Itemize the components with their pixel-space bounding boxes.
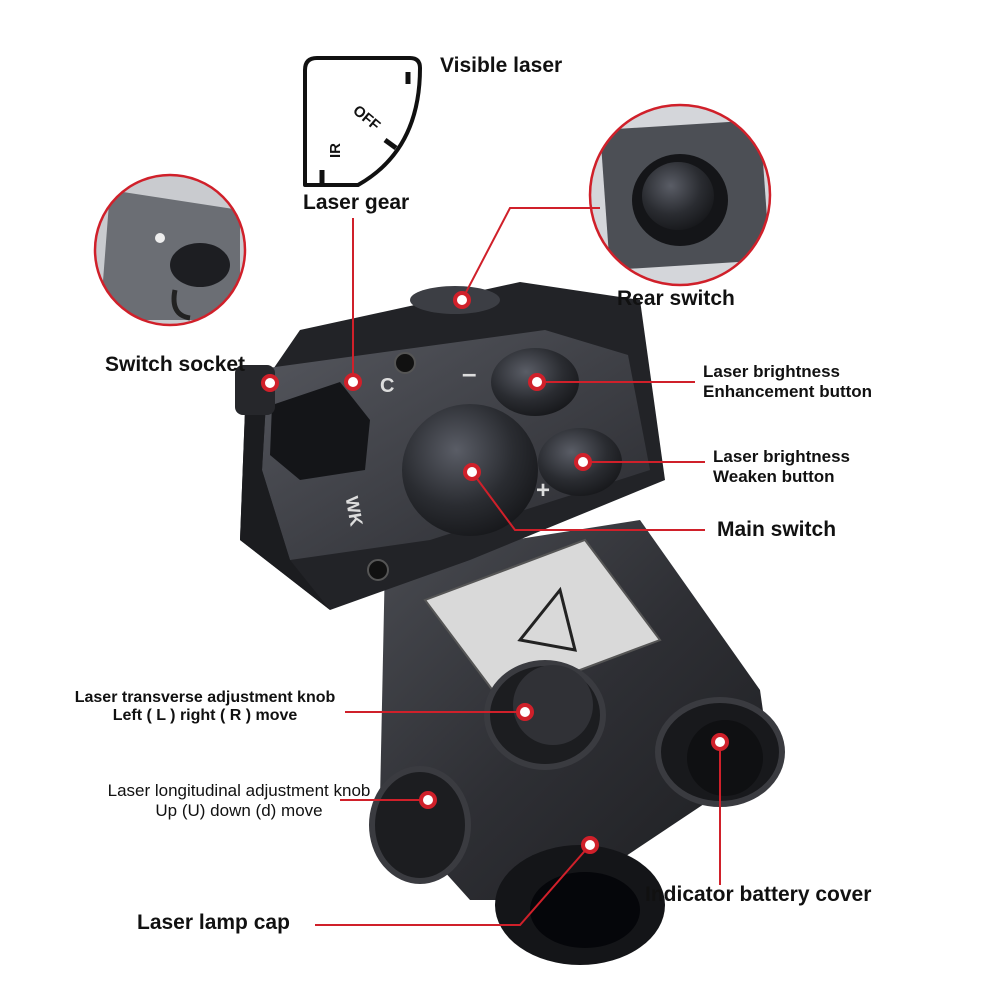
screw-front xyxy=(367,559,389,581)
leader-rear-switch xyxy=(461,207,600,301)
marker-longitudinal xyxy=(419,791,437,809)
gear-off-text: OFF xyxy=(349,102,383,134)
leader-main-switch xyxy=(471,471,705,531)
label-brightness-weaken-line2: Weaken button xyxy=(713,466,835,486)
label-longitudinal-line1: Laser longitudinal adjustment knob xyxy=(107,781,371,800)
label-laser-gear: Laser gear xyxy=(303,191,410,214)
marker-rear-switch xyxy=(453,291,471,309)
label-brightness-enhance: Laser brightness Enhancement button xyxy=(703,362,872,401)
marker-laser-gear xyxy=(344,373,362,391)
label-rear-switch: Rear switch xyxy=(617,287,735,310)
label-battery-cover: Indicator battery cover xyxy=(645,883,872,906)
marker-main-switch xyxy=(463,463,481,481)
marker-brightness-up xyxy=(528,373,546,391)
device-illustration: – + C WK xyxy=(235,282,785,965)
rear-switch-inset xyxy=(588,103,772,287)
transverse-knob-face xyxy=(513,665,593,745)
marker-battery xyxy=(711,733,729,751)
gear-ir-text: IR xyxy=(327,143,344,158)
callout-markers xyxy=(261,291,729,854)
label-transverse-line1: Laser transverse adjustment knob xyxy=(74,689,336,706)
label-main-switch: Main switch xyxy=(717,518,837,541)
battery-cover-inner xyxy=(687,720,763,796)
marker-transverse xyxy=(516,703,534,721)
laser-warning-triangle xyxy=(517,586,578,652)
leader-lines xyxy=(315,207,721,926)
laser-gear-selector xyxy=(270,382,370,480)
label-transverse-knob: Laser transverse adjustment knob Left ( … xyxy=(60,689,350,726)
plus-mark: + xyxy=(536,477,550,504)
label-brightness-weaken: Laser brightness Weaken button xyxy=(713,447,850,486)
screw-top xyxy=(394,352,416,374)
marker-lamp-cap xyxy=(581,836,599,854)
marker-switch-socket xyxy=(261,374,279,392)
switch-socket-inset xyxy=(93,173,247,327)
label-plate xyxy=(423,538,662,702)
label-brightness-weaken-line1: Laser brightness xyxy=(713,447,850,466)
device-side-face xyxy=(240,368,330,610)
label-longitudinal-line2: Up (U) down (d) move xyxy=(155,800,323,820)
minus-mark: – xyxy=(462,358,476,388)
label-longitudinal-knob: Laser longitudinal adjustment knob Up (U… xyxy=(74,781,404,820)
label-lamp-cap: Laser lamp cap xyxy=(137,911,290,934)
label-transverse-line2: Left ( L ) right ( R ) move xyxy=(112,707,298,725)
marker-brightness-down xyxy=(574,453,592,471)
c-mark: C xyxy=(380,375,394,397)
laser-gear-inset: OFF IR xyxy=(303,56,422,187)
label-brightness-enhance-line2: Enhancement button xyxy=(703,381,873,401)
longitudinal-knob-body xyxy=(369,766,471,884)
label-visible-laser: Visible laser xyxy=(440,54,563,77)
lamp-cap-lens xyxy=(530,872,640,948)
gear-dial-outline xyxy=(303,56,422,187)
label-brightness-enhance-line1: Laser brightness xyxy=(703,362,840,381)
label-switch-socket: Switch socket xyxy=(105,353,246,376)
leader-lamp-cap xyxy=(315,844,591,926)
